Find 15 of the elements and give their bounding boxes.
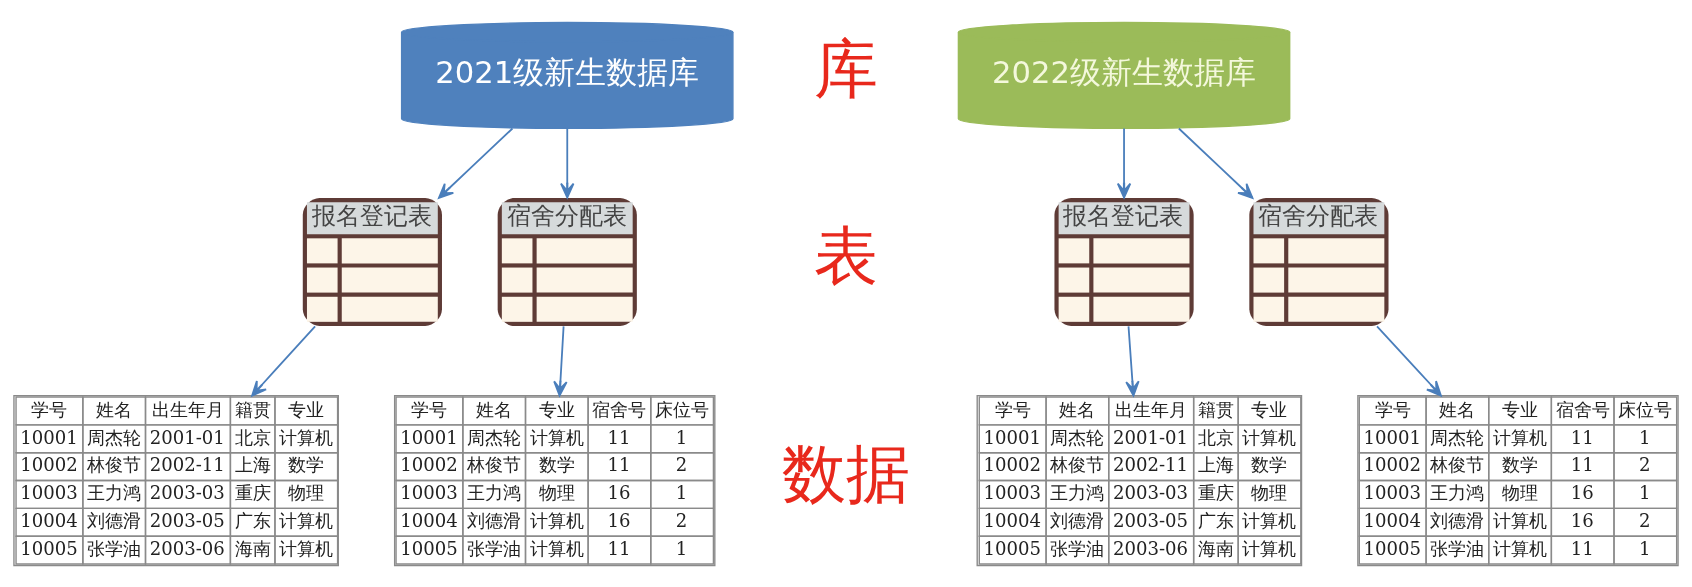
- label: 数据: [781, 436, 910, 511]
- label: 库: [813, 31, 878, 106]
- arrow: [1376, 324, 1442, 396]
- node-box: 报名登记表: [302, 197, 442, 326]
- arrow: [1116, 127, 1132, 198]
- arrow: [251, 324, 316, 396]
- arrow: [1125, 324, 1140, 396]
- arrow: [1177, 127, 1254, 199]
- node-box: 报名登记表: [1054, 197, 1194, 326]
- arrow: [438, 127, 514, 199]
- node-box: 宿舍分配表: [497, 197, 637, 326]
- node-box: 宿舍分配表: [1249, 197, 1389, 326]
- arrow: [560, 127, 575, 198]
- arrow: [553, 324, 568, 396]
- label: 表: [813, 218, 878, 293]
